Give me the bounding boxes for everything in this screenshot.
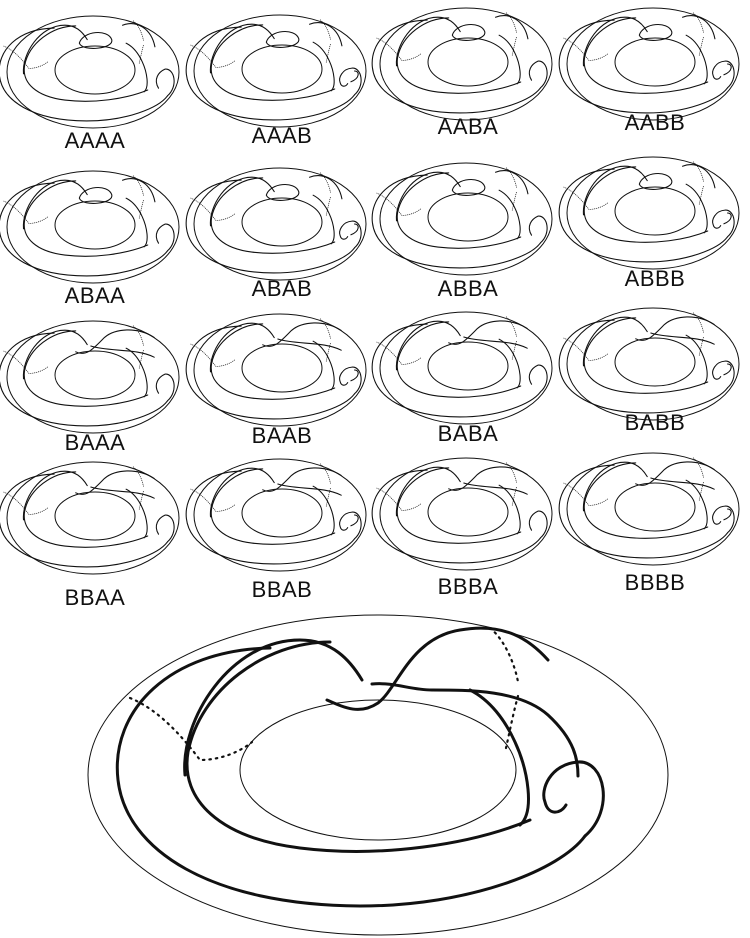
knot-strand-right-bend: [544, 762, 604, 836]
hidden-strand-top-right: [490, 628, 518, 682]
large-knot-strands: [117, 628, 603, 906]
large-torus-outline: [88, 615, 668, 935]
inner-hole-ellipse: [240, 700, 516, 840]
knot-strand-top-over: [372, 684, 578, 776]
outer-boundary-ellipse: [88, 615, 668, 935]
knot-strand-top-left-arc: [185, 640, 362, 775]
knot-strand-right-inner: [470, 690, 528, 825]
hidden-strand-right: [506, 696, 518, 748]
